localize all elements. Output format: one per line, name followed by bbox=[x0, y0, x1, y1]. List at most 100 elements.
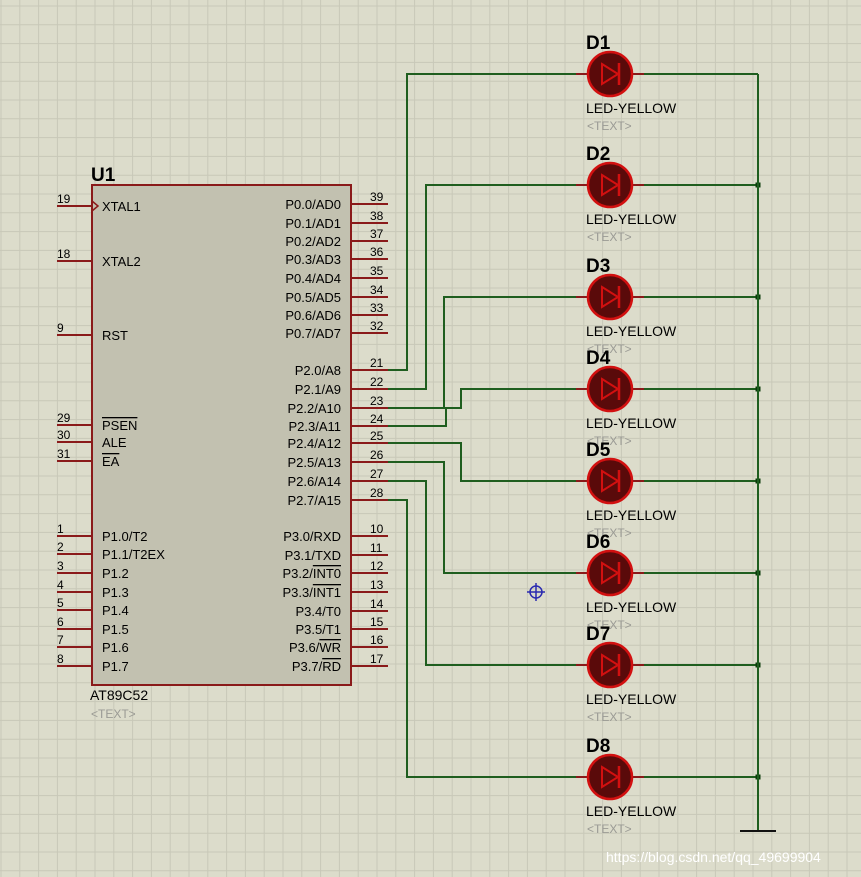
pin-number: 17 bbox=[370, 652, 384, 666]
component-ref: D6 bbox=[586, 532, 610, 553]
wire-p2-2 bbox=[388, 296, 590, 409]
pin-number: 15 bbox=[370, 615, 384, 629]
pin-number: 16 bbox=[370, 633, 384, 647]
pin-number: 34 bbox=[370, 283, 384, 297]
wire-p2-1 bbox=[388, 184, 590, 390]
pin-number: 6 bbox=[57, 615, 64, 629]
pin-name: P0.1/AD1 bbox=[285, 216, 341, 231]
right-pins: 39P0.0/AD038P0.1/AD137P0.2/AD236P0.3/AD3… bbox=[282, 190, 388, 674]
pin-name: P2.5/A13 bbox=[288, 455, 342, 470]
led-body bbox=[586, 365, 634, 413]
component-ref: D7 bbox=[586, 624, 610, 645]
chip-body[interactable] bbox=[91, 184, 352, 686]
pin-number: 32 bbox=[370, 319, 384, 333]
component-value: LED-YELLOW bbox=[586, 211, 677, 227]
pin-number: 29 bbox=[57, 411, 71, 425]
pin-name: P2.2/A10 bbox=[288, 401, 342, 416]
component-text-placeholder: <TEXT> bbox=[587, 526, 632, 540]
pin-name: P0.6/AD6 bbox=[285, 308, 341, 323]
pin-name: P2.1/A9 bbox=[295, 382, 341, 397]
pin-number: 39 bbox=[370, 190, 384, 204]
component-text-placeholder: <TEXT> bbox=[587, 618, 632, 632]
pin-number: 11 bbox=[370, 541, 383, 555]
pin-name: P2.7/A15 bbox=[288, 493, 342, 508]
wires bbox=[388, 73, 761, 830]
pin-number: 24 bbox=[370, 412, 384, 426]
component-ref: D2 bbox=[586, 144, 610, 165]
pin-number: 22 bbox=[370, 375, 384, 389]
pin-name: P3.7/RD bbox=[292, 659, 341, 674]
pin-name: P0.7/AD7 bbox=[285, 326, 341, 341]
pin-name: P3.4/T0 bbox=[295, 604, 341, 619]
pin-name: PSEN bbox=[102, 418, 137, 433]
pin-number: 7 bbox=[57, 633, 64, 647]
pin-number: 18 bbox=[57, 247, 71, 261]
diode-triangle-icon bbox=[601, 469, 620, 493]
pin-number: 19 bbox=[57, 192, 71, 206]
pin-name: P3.6/WR bbox=[289, 640, 341, 655]
component-ref: D4 bbox=[586, 348, 611, 369]
wire-p2-4 bbox=[388, 442, 590, 482]
pin-number: 2 bbox=[57, 540, 64, 554]
pin-name: ALE bbox=[102, 435, 127, 450]
pin-number: 8 bbox=[57, 652, 64, 666]
pin-name: P0.3/AD3 bbox=[285, 252, 341, 267]
diode-triangle-icon bbox=[601, 285, 620, 309]
pin-name: P1.4 bbox=[102, 603, 129, 618]
diode-triangle-icon bbox=[601, 173, 620, 197]
pin-name: P1.1/T2EX bbox=[102, 547, 165, 562]
pin-name: P3.1/TXD bbox=[285, 548, 341, 563]
pin-name: P1.3 bbox=[102, 585, 129, 600]
pin-number: 9 bbox=[57, 321, 64, 335]
